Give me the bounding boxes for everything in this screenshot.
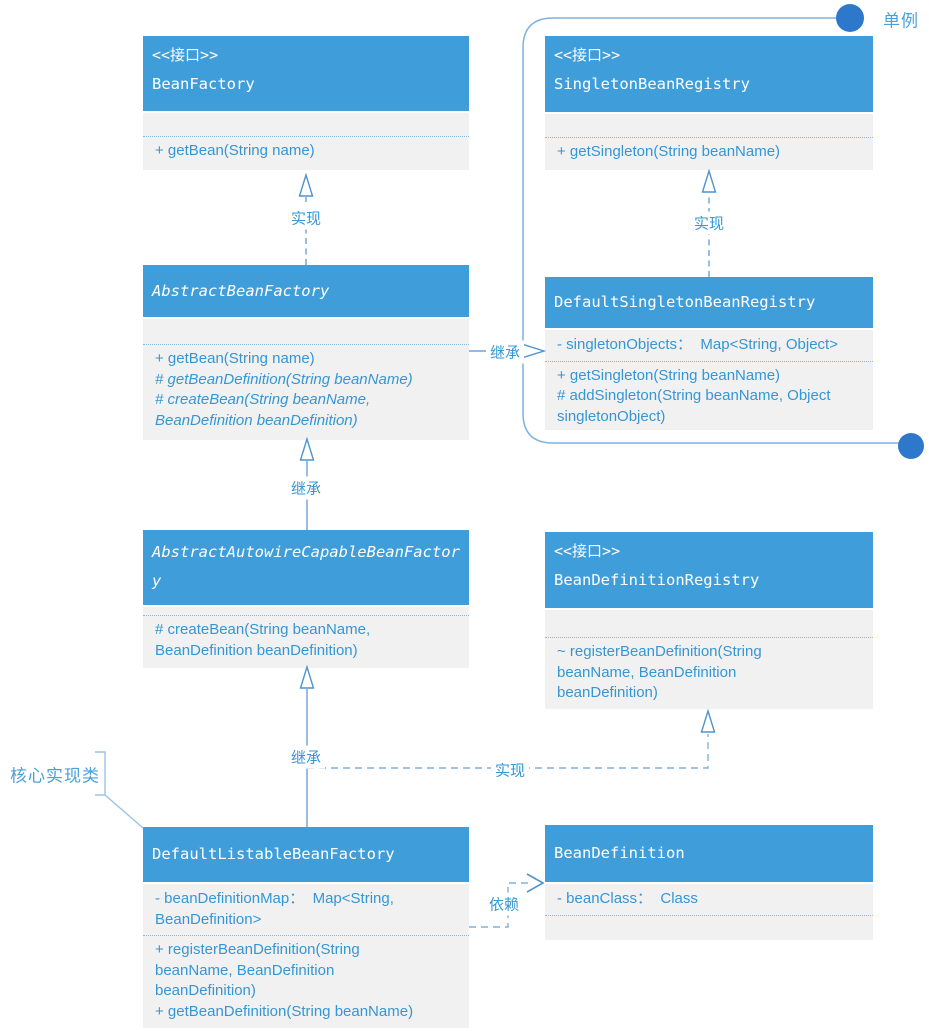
class-name: AbstractBeanFactory (152, 281, 330, 300)
attributes-section (143, 113, 469, 137)
class-header: <<接口>> BeanFactory (143, 36, 469, 111)
singleton-marker-circle-bottom (898, 433, 924, 459)
methods-section: + getBean(String name) (143, 137, 469, 168)
singleton-note-label: 单例 (883, 11, 919, 31)
arrow-depends-beandefinition-head (526, 873, 545, 893)
attributes-section: - beanDefinitionMap： Map<String, BeanDef… (143, 884, 469, 936)
method: + getSingleton(String beanName) (557, 366, 781, 384)
class-body: - singletonObjects： Map<String, Object> … (545, 330, 873, 430)
label-extends-mid-left: 继承 (286, 476, 326, 500)
methods-section: # createBean(String beanName, BeanDefini… (143, 616, 469, 667)
methods-section (545, 916, 873, 938)
class-box-defaultsingletonbeanregistry: DefaultSingletonBeanRegistry - singleton… (545, 277, 873, 430)
attributes-section: - singletonObjects： Map<String, Object> (545, 330, 873, 362)
class-box-beandefinitionregistry: <<接口>> BeanDefinitionRegistry ~ register… (545, 532, 873, 709)
class-name: BeanFactory (152, 75, 255, 93)
label-implements-beandefinitionregistry: 实现 (490, 758, 530, 782)
arrow-implements-beandefinitionregistry-head (700, 708, 716, 733)
attribute: - beanClass： Class (557, 890, 698, 907)
arrow-implements-singletonbeanregistry-head (701, 168, 717, 193)
core-class-bracket-leader (104, 794, 144, 829)
method: # createBean(String beanName, BeanDefini… (155, 621, 371, 659)
class-header: DefaultSingletonBeanRegistry (545, 277, 873, 328)
class-body: + getBean(String name) # getBeanDefiniti… (143, 319, 469, 440)
label-extends-to-singleton-registry: 继承 (485, 340, 525, 364)
class-name: BeanDefinitionRegistry (554, 571, 760, 589)
class-box-abstractbeanfactory: AbstractBeanFactory + getBean(String nam… (143, 265, 469, 440)
class-box-beanfactory: <<接口>> BeanFactory + getBean(String name… (143, 36, 469, 170)
singleton-marker-circle-top (836, 4, 864, 32)
stereotype: <<接口>> (554, 46, 621, 64)
methods-section: + registerBeanDefinition(String beanName… (143, 936, 469, 1028)
attributes-section: - beanClass： Class (545, 884, 873, 916)
label-implements-top-left: 实现 (286, 206, 326, 230)
method: # getBeanDefinition(String beanName) (155, 370, 413, 388)
attribute: - beanDefinitionMap： Map<String, BeanDef… (155, 890, 394, 928)
class-header: AbstractAutowireCapableBeanFactory (143, 530, 469, 605)
class-header: BeanDefinition (545, 825, 873, 882)
methods-section: + getBean(String name) # getBeanDefiniti… (143, 345, 469, 437)
class-name: AbstractAutowireCapableBeanFactory (152, 543, 460, 590)
class-box-beandefinition: BeanDefinition - beanClass： Class (545, 825, 873, 940)
method: # addSingleton(String beanName, Object s… (557, 387, 831, 425)
methods-section: ~ registerBeanDefinition(String beanName… (545, 638, 873, 709)
method: + getBean(String name) (155, 142, 315, 159)
class-body: # createBean(String beanName, BeanDefini… (143, 607, 469, 668)
class-name: DefaultSingletonBeanRegistry (554, 293, 816, 311)
arrow-implements-beanfactory-head (298, 172, 314, 197)
label-implements-top-right: 实现 (689, 211, 729, 235)
method: + getBean(String name) (155, 350, 315, 367)
label-extends-bottom: 继承 (286, 745, 326, 769)
class-box-abstractautowirecapablebeanfactory: AbstractAutowireCapableBeanFactory # cre… (143, 530, 469, 668)
class-name: SingletonBeanRegistry (554, 75, 750, 93)
method: ~ registerBeanDefinition(String beanName… (557, 643, 762, 701)
method: + getSingleton(String beanName) (557, 143, 781, 160)
class-box-singletonbeanregistry: <<接口>> SingletonBeanRegistry + getSingle… (545, 36, 873, 170)
class-body: - beanClass： Class (545, 884, 873, 940)
attributes-section (143, 607, 469, 616)
class-name: DefaultListableBeanFactory (152, 845, 395, 863)
class-body: + getBean(String name) (143, 113, 469, 170)
methods-section: + getSingleton(String beanName) # addSin… (545, 362, 873, 431)
class-body: - beanDefinitionMap： Map<String, BeanDef… (143, 884, 469, 1028)
method: # createBean(String beanName, BeanDefini… (155, 391, 371, 429)
arrow-extends-abstractautowirecapablebeanfactory-head (299, 664, 315, 689)
label-depends-beandefinition: 依赖 (484, 892, 524, 916)
method: + registerBeanDefinition(String beanName… (155, 941, 360, 999)
class-body: + getSingleton(String beanName) (545, 114, 873, 170)
arrow-extends-defaultsingletonbeanregistry-head (522, 343, 547, 359)
attributes-section (545, 114, 873, 138)
method: + getBeanDefinition(String beanName) (155, 1002, 414, 1020)
class-header: <<接口>> SingletonBeanRegistry (545, 36, 873, 112)
class-box-defaultlistablebeanfactory: DefaultListableBeanFactory - beanDefinit… (143, 827, 469, 1028)
core-class-note-label: 核心实现类 (10, 766, 100, 786)
stereotype: <<接口>> (152, 46, 219, 64)
attributes-section (143, 319, 469, 345)
stereotype: <<接口>> (554, 542, 621, 560)
attribute: - singletonObjects： Map<String, Object> (557, 336, 838, 353)
class-header: <<接口>> BeanDefinitionRegistry (545, 532, 873, 608)
class-body: ~ registerBeanDefinition(String beanName… (545, 610, 873, 709)
class-header: DefaultListableBeanFactory (143, 827, 469, 882)
attributes-section (545, 610, 873, 638)
methods-section: + getSingleton(String beanName) (545, 138, 873, 169)
arrow-extends-abstractbeanfactory-head (299, 436, 315, 461)
class-header: AbstractBeanFactory (143, 265, 469, 317)
class-name: BeanDefinition (554, 844, 685, 862)
